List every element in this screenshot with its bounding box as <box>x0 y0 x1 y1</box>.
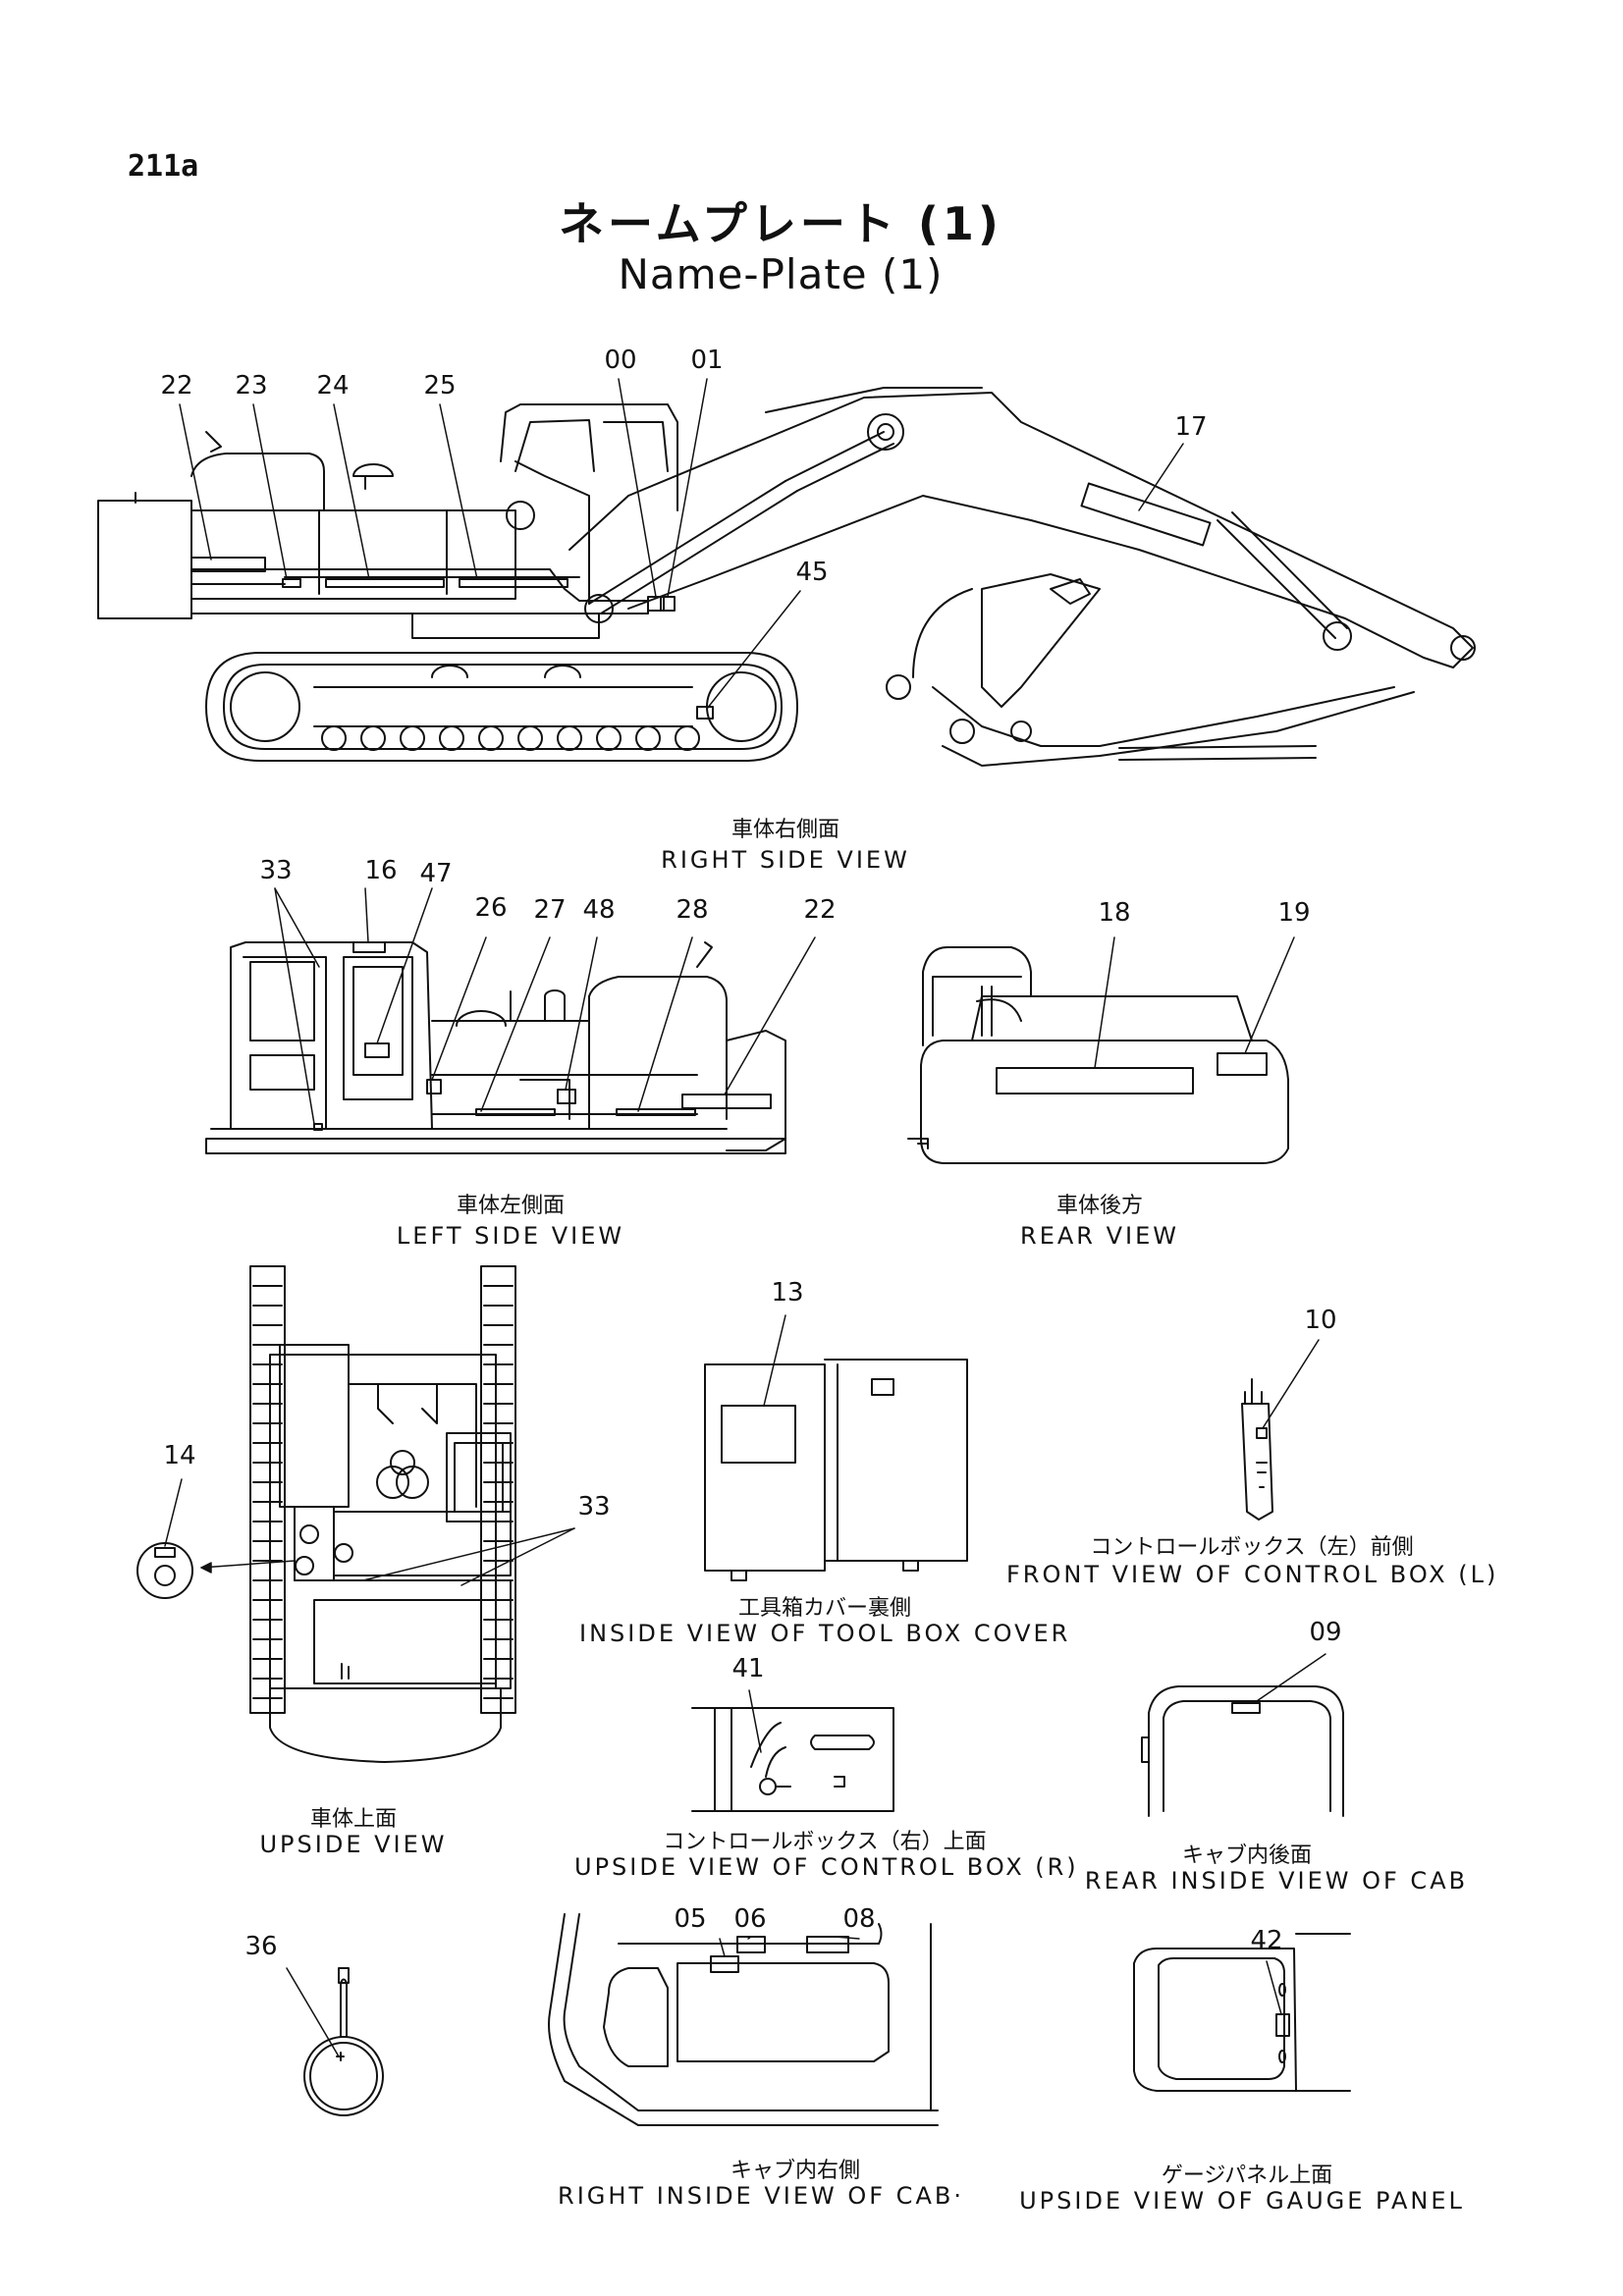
caption-jp-tool-box: 工具箱カバー裏側 <box>737 1596 911 1621</box>
callout-14: 14 <box>163 1441 196 1470</box>
caption-en-rear: REAR VIEW <box>1020 1222 1179 1250</box>
callout-18: 18 <box>1098 898 1131 928</box>
right-side-plates <box>191 484 1211 719</box>
caption-jp-left-side: 車体左側面 <box>456 1194 565 1218</box>
caption-jp-cab-rear: キャブ内後面 <box>1181 1843 1312 1868</box>
cab-right-leaders <box>720 1937 859 1956</box>
caption-en-control-box-l: FRONT VIEW OF CONTROL BOX (L) <box>1006 1561 1499 1588</box>
control-box-r-leader <box>749 1690 761 1752</box>
callout-33-upside: 33 <box>577 1492 611 1522</box>
left-side-plates <box>314 942 771 1130</box>
control-box-l-drawing <box>1242 1379 1272 1520</box>
cab-right-inside-drawing <box>549 1914 938 2125</box>
gauge-leader <box>287 1968 339 2056</box>
excavator-right-side-drawing <box>98 388 1475 766</box>
caption-en-tool-box: INSIDE VIEW OF TOOL BOX COVER <box>579 1620 1071 1647</box>
cab-rear-drawing <box>1142 1686 1343 1816</box>
callout-23: 23 <box>235 371 268 400</box>
excavator-left-side-drawing <box>206 942 785 1153</box>
caption-en-right-side: RIGHT SIDE VIEW <box>661 846 910 874</box>
title-japanese: ネームプレート (1) <box>559 197 1002 250</box>
callout-28: 28 <box>676 895 709 925</box>
callout-41: 41 <box>731 1654 765 1683</box>
caption-en-cab-right: RIGHT INSIDE VIEW OF CAB· <box>558 2182 964 2210</box>
callout-01: 01 <box>690 346 724 375</box>
callout-26: 26 <box>474 893 508 923</box>
caption-en-upside: UPSIDE VIEW <box>259 1831 448 1858</box>
caption-jp-cab-right: キャブ内右側 <box>730 2159 860 2183</box>
left-side-leaders <box>275 888 815 1124</box>
control-box-r-drawing <box>692 1708 893 1811</box>
caption-en-control-box-r: UPSIDE VIEW OF CONTROL BOX (R) <box>574 1853 1079 1881</box>
gauge-panel-leader <box>1267 1961 1281 2014</box>
callout-27: 27 <box>533 895 567 925</box>
caption-en-cab-rear: REAR INSIDE VIEW OF CAB <box>1084 1867 1469 1895</box>
callout-09: 09 <box>1309 1618 1342 1647</box>
caption-en-gauge-panel: UPSIDE VIEW OF GAUGE PANEL <box>1019 2187 1465 2215</box>
callout-47: 47 <box>419 859 453 888</box>
caption-jp-right-side: 車体右側面 <box>730 818 839 842</box>
gauge-drawing <box>304 1968 383 2115</box>
caption-jp-rear: 車体後方 <box>1055 1194 1143 1218</box>
callout-06: 06 <box>733 1904 767 1934</box>
callout-45: 45 <box>795 558 829 587</box>
callout-24: 24 <box>316 371 350 400</box>
callout-22-left: 22 <box>803 895 837 925</box>
tool-box-cover-drawing <box>705 1360 967 1580</box>
caption-jp-control-box-r: コントロールボックス（右）上面 <box>663 1830 987 1854</box>
callout-17: 17 <box>1174 412 1208 442</box>
gauge-panel-drawing <box>1134 1934 1350 2091</box>
callout-48: 48 <box>582 895 616 925</box>
callout-42: 42 <box>1250 1926 1283 1955</box>
callout-13: 13 <box>771 1278 804 1308</box>
caption-en-left-side: LEFT SIDE VIEW <box>396 1222 625 1250</box>
caption-jp-gauge-panel: ゲージパネル上面 <box>1161 2163 1333 2188</box>
caption-jp-upside: 車体上面 <box>309 1807 397 1832</box>
callout-36: 36 <box>244 1932 278 1961</box>
page-number: 211a <box>128 149 199 184</box>
callout-22-right: 22 <box>160 371 193 400</box>
control-box-l-leader <box>1263 1340 1319 1428</box>
upside-leaders <box>165 1479 574 1585</box>
rear-leaders <box>1095 937 1294 1068</box>
callout-19: 19 <box>1277 898 1311 928</box>
title-english: Name-Plate (1) <box>618 250 944 298</box>
upside-view-drawing <box>137 1266 515 1762</box>
callout-33-left: 33 <box>259 856 293 885</box>
tool-box-leader <box>764 1315 785 1406</box>
caption-jp-control-box-l: コントロールボックス（左）前側 <box>1090 1535 1414 1560</box>
callout-08: 08 <box>842 1904 876 1934</box>
callout-05: 05 <box>674 1904 707 1934</box>
cab-rear-leader <box>1254 1654 1325 1703</box>
excavator-rear-drawing <box>908 947 1288 1163</box>
callout-00: 00 <box>604 346 637 375</box>
callout-16: 16 <box>364 856 398 885</box>
callout-10: 10 <box>1304 1306 1337 1335</box>
right-side-leaders <box>180 379 1183 709</box>
callout-25: 25 <box>423 371 457 400</box>
